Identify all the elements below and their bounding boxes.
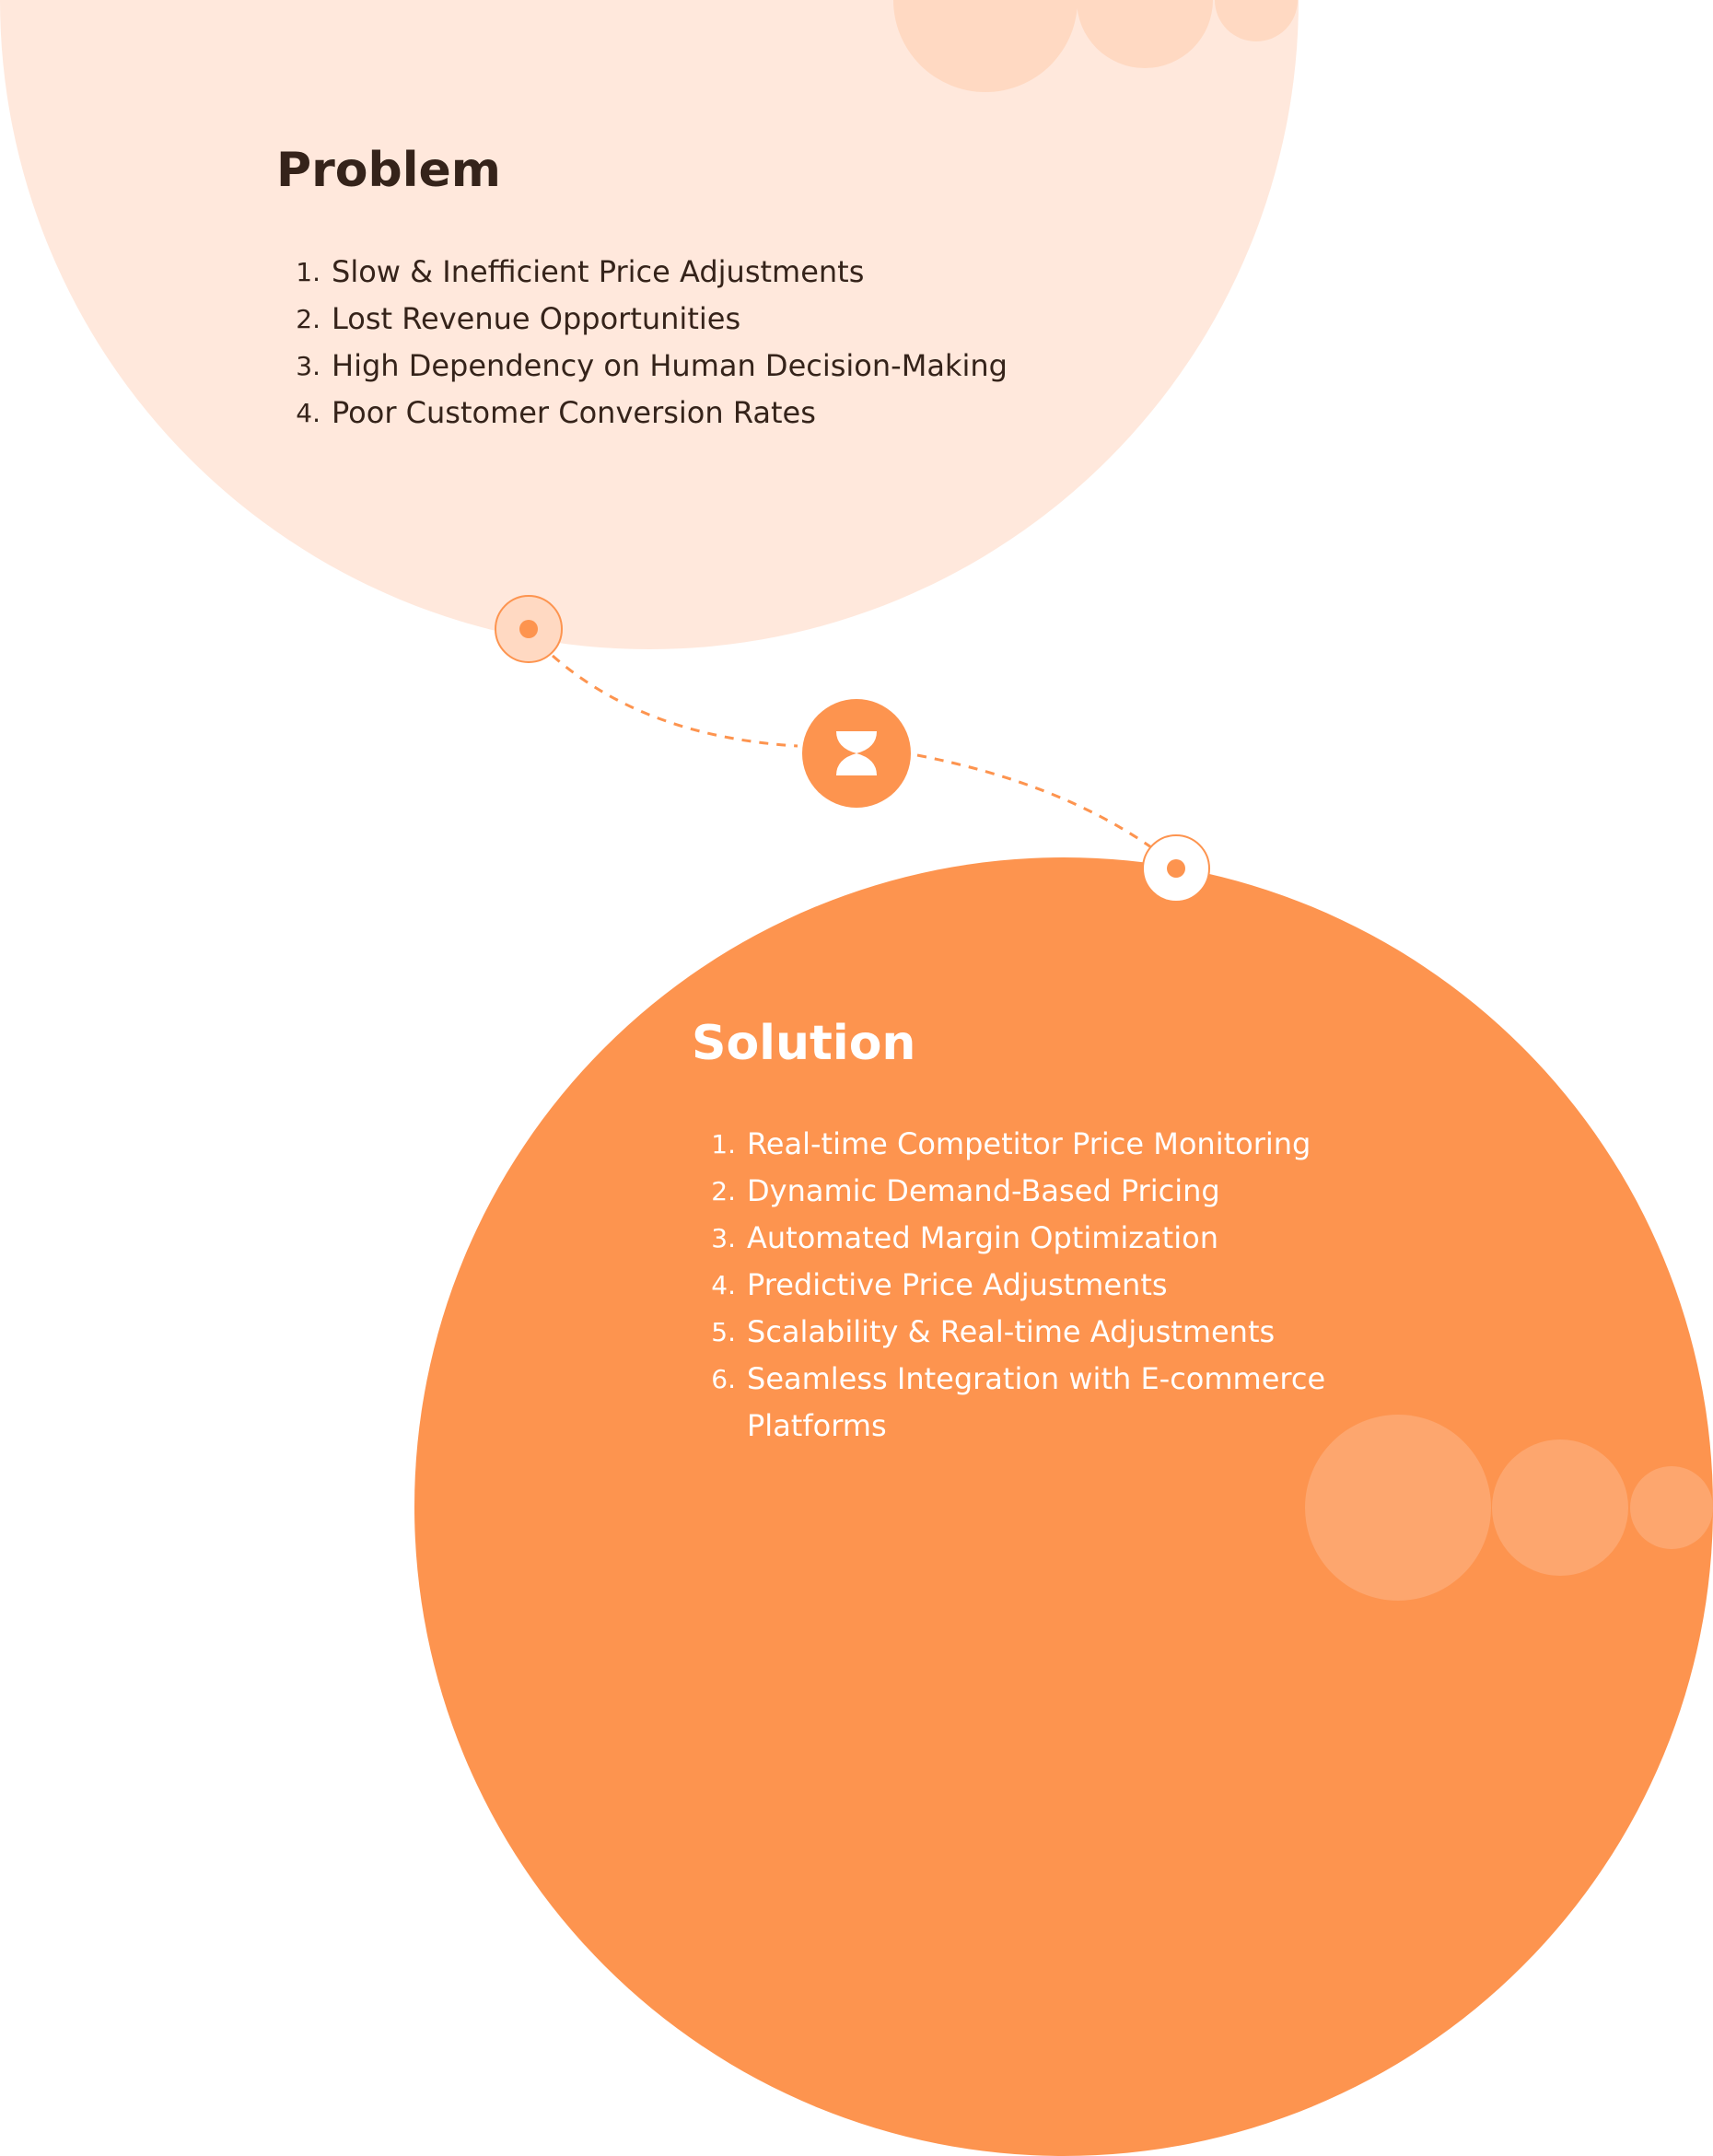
dashed-path-upper — [552, 654, 798, 748]
item-number: 2. — [296, 304, 320, 334]
problem-list: 1. Slow & Inefficient Price Adjustments 2… — [276, 249, 1008, 437]
item-number: 1. — [296, 257, 320, 287]
list-item: 4. Predictive Price Adjustments — [692, 1262, 1355, 1309]
node-dot — [1167, 859, 1185, 878]
problem-node — [495, 595, 563, 663]
list-item: 2. Lost Revenue Opportunities — [276, 296, 1008, 343]
list-item: 2. Dynamic Demand-Based Pricing — [692, 1168, 1355, 1215]
item-number: 3. — [296, 351, 320, 381]
item-text: Poor Customer Conversion Rates — [332, 395, 816, 430]
item-number: 4. — [296, 398, 320, 428]
item-text: Slow & Inefficient Price Adjustments — [332, 254, 865, 289]
solution-node — [1142, 834, 1210, 903]
node-dot — [519, 620, 538, 638]
item-text: Predictive Price Adjustments — [747, 1267, 1168, 1302]
item-text: Real-time Competitor Price Monitoring — [747, 1126, 1311, 1161]
hourglass-node — [802, 699, 911, 808]
item-number: 2. — [711, 1176, 736, 1206]
list-item: 1. Slow & Inefficient Price Adjustments — [276, 249, 1008, 296]
item-text: Seamless Integration with E-commerce Pla… — [747, 1361, 1326, 1443]
list-item: 1. Real-time Competitor Price Monitoring — [692, 1121, 1355, 1168]
list-item: 3. High Dependency on Human Decision-Maki… — [276, 343, 1008, 390]
item-text: Automated Margin Optimization — [747, 1220, 1218, 1255]
list-item: 6. Seamless Integration with E-commerce P… — [692, 1356, 1355, 1450]
decorative-bubble — [1492, 1439, 1628, 1576]
item-number: 5. — [711, 1317, 736, 1347]
dashed-path-lower — [916, 753, 1152, 849]
item-text: Dynamic Demand-Based Pricing — [747, 1173, 1220, 1208]
decorative-bubble — [1630, 1466, 1713, 1549]
item-text: Scalability & Real-time Adjustments — [747, 1314, 1276, 1349]
list-item: 3. Automated Margin Optimization — [692, 1215, 1355, 1262]
list-item: 4. Poor Customer Conversion Rates — [276, 390, 1008, 437]
item-number: 4. — [711, 1270, 736, 1300]
item-number: 3. — [711, 1223, 736, 1253]
hourglass-icon — [836, 731, 877, 775]
item-text: Lost Revenue Opportunities — [332, 301, 741, 336]
solution-list: 1.Real-time Competitor Price Monitoring … — [692, 1121, 1355, 1450]
item-text: High Dependency on Human Decision-Making — [332, 348, 1008, 383]
item-number: 1. — [711, 1129, 736, 1160]
solution-title: Solution — [692, 1016, 916, 1071]
item-number: 6. — [711, 1364, 736, 1394]
problem-title: Problem — [276, 143, 501, 198]
list-item: 5. Scalability & Real-time Adjustments — [692, 1309, 1355, 1356]
